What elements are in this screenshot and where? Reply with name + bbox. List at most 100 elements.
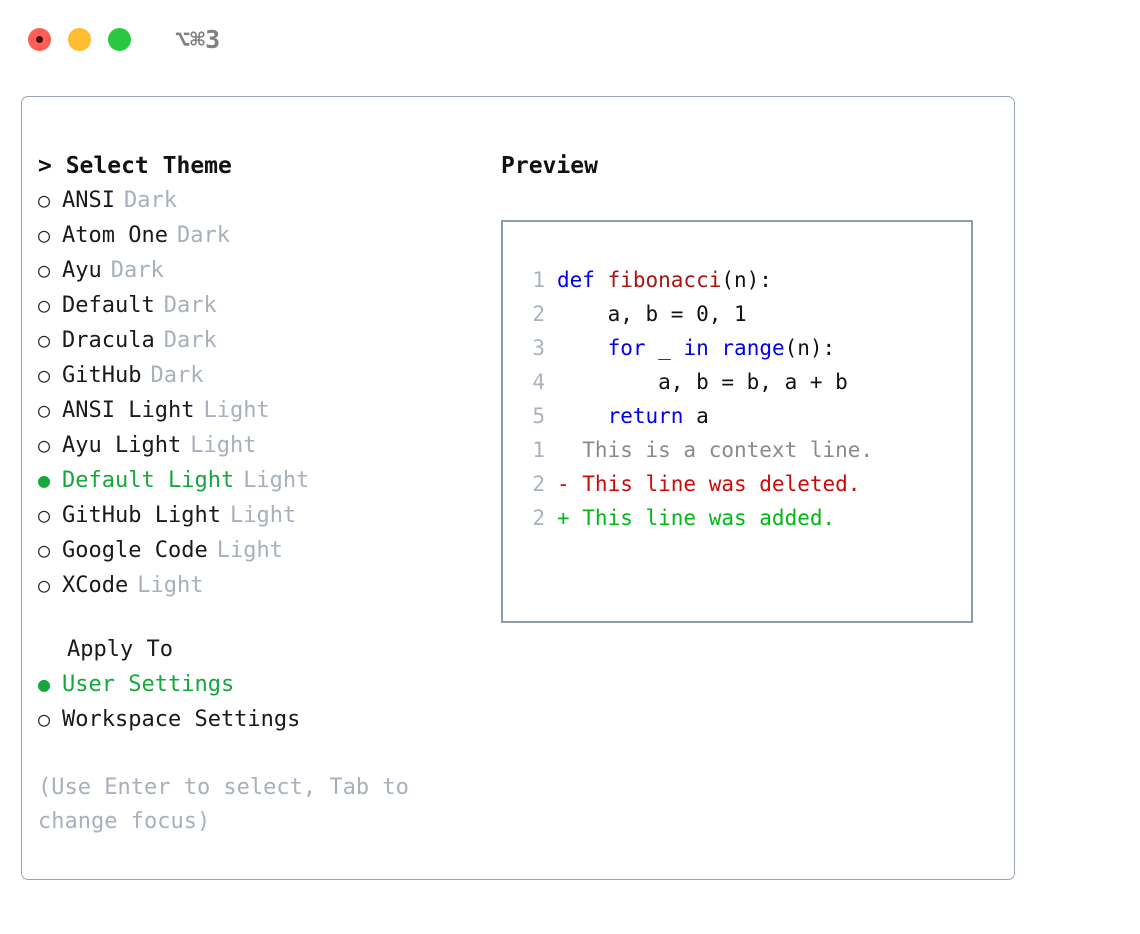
code-token: fibonacci <box>607 268 722 292</box>
theme-list-item[interactable]: ○ Google Code Light <box>38 533 478 568</box>
radio-unselected-icon: ○ <box>38 258 51 282</box>
keyboard-shortcut-label: ⌥⌘3 <box>175 24 221 54</box>
code-line: 5 return a <box>517 399 963 433</box>
code-text: a, b = 0, 1 <box>557 297 747 331</box>
theme-kind-label: Dark <box>110 258 164 283</box>
apply-to-option-list[interactable]: ● User Settings ○ Workspace Settings <box>38 667 478 737</box>
theme-list-item[interactable]: ○ ANSI Light Light <box>38 393 478 428</box>
radio-selected-icon: ● <box>38 672 51 696</box>
radio-unselected-icon: ○ <box>38 573 51 597</box>
close-window-button[interactable] <box>28 27 51 51</box>
code-token: a, b = b, a + b <box>557 370 848 394</box>
diff-text: - This line was deleted. <box>557 472 861 496</box>
code-token: (n): <box>784 336 836 360</box>
apply-to-option-label: User Settings <box>62 672 235 697</box>
theme-kind-label: Light <box>203 398 270 423</box>
code-line: 3 for _ in range(n): <box>517 331 963 365</box>
theme-list-item[interactable]: ● Default Light Light <box>38 463 478 498</box>
radio-unselected-icon: ○ <box>38 398 51 422</box>
diff-text: + This line was added. <box>557 506 836 530</box>
radio-unselected-icon: ○ <box>38 293 51 317</box>
theme-name-label: Ayu Light <box>62 433 182 458</box>
radio-unselected-icon: ○ <box>38 328 51 352</box>
theme-kind-label: Dark <box>150 363 204 388</box>
theme-kind-label: Light <box>190 433 257 458</box>
radio-unselected-icon: ○ <box>38 188 51 212</box>
theme-name-label: ANSI <box>62 188 115 213</box>
theme-list-item[interactable]: ○ ANSI Dark <box>38 183 478 218</box>
theme-kind-label: Light <box>216 538 283 563</box>
theme-kind-label: Light <box>229 503 297 528</box>
line-number: 2 <box>532 472 545 496</box>
theme-list-item[interactable]: ○ Default Dark <box>38 288 478 323</box>
theme-name-label: GitHub <box>62 363 142 388</box>
code-token: _ <box>645 336 684 360</box>
window-titlebar: ⌥⌘3 <box>0 0 1140 78</box>
theme-list-item[interactable]: ○ Ayu Light Light <box>38 428 478 463</box>
theme-kind-label: Dark <box>163 293 217 318</box>
radio-unselected-icon: ○ <box>38 538 51 562</box>
theme-kind-label: Light <box>243 468 310 493</box>
minimize-window-button[interactable] <box>68 27 91 51</box>
select-theme-heading: > Select Theme <box>38 153 232 179</box>
diff-text: This is a context line. <box>557 438 874 462</box>
code-token <box>709 336 722 360</box>
line-number: 2 <box>532 302 545 326</box>
code-text: return a <box>557 399 709 433</box>
theme-kind-label: Dark <box>163 328 217 353</box>
traffic-lights <box>28 27 131 51</box>
code-token: a, b = 0, 1 <box>557 302 747 326</box>
theme-name-label: GitHub Light <box>62 503 221 528</box>
diff-line: 1 This is a context line. <box>517 433 963 467</box>
theme-kind-label: Dark <box>123 188 177 213</box>
radio-unselected-icon: ○ <box>38 707 51 731</box>
theme-list-item[interactable]: ○ GitHub Light Light <box>38 498 478 533</box>
radio-unselected-icon: ○ <box>38 363 51 387</box>
code-token: return <box>607 404 684 428</box>
theme-kind-label: Dark <box>176 223 230 248</box>
line-number: 3 <box>532 336 545 360</box>
code-token: def <box>557 268 608 292</box>
apply-to-section: Apply To ●User Settings○Workspace Settin… <box>38 633 478 737</box>
line-number: 4 <box>532 370 545 394</box>
diff-sample: 1 This is a context line. 2 - This line wa… <box>517 433 963 535</box>
code-line: 1 def fibonacci(n): <box>517 263 963 297</box>
theme-name-label: Default Light <box>62 468 235 493</box>
apply-to-option-label: Workspace Settings <box>62 707 301 732</box>
apply-to-option[interactable]: ● User Settings <box>38 667 478 702</box>
line-number: 1 <box>532 268 545 292</box>
keyboard-hint-text: (Use Enter to select, Tab to change focu… <box>38 775 409 834</box>
theme-list-item[interactable]: ○ GitHub Dark <box>38 358 478 393</box>
theme-name-label: XCode <box>62 573 129 598</box>
radio-unselected-icon: ○ <box>38 503 51 527</box>
apply-to-option[interactable]: ○ Workspace Settings <box>38 702 478 737</box>
maximize-window-button[interactable] <box>108 27 131 51</box>
code-token: for <box>607 336 646 360</box>
radio-selected-icon: ● <box>38 468 51 492</box>
code-token: (n): <box>721 268 772 292</box>
code-text: def fibonacci(n): <box>557 263 772 297</box>
code-token <box>557 336 608 360</box>
radio-unselected-icon: ○ <box>38 433 51 457</box>
line-number: 2 <box>532 506 545 530</box>
theme-name-label: Atom One <box>62 223 168 248</box>
diff-line: 2 + This line was added. <box>517 501 963 535</box>
code-token <box>557 404 608 428</box>
preview-heading: Preview <box>501 153 598 179</box>
code-token: in <box>683 336 709 360</box>
code-line: 4 a, b = b, a + b <box>517 365 963 399</box>
theme-name-label: ANSI Light <box>62 398 195 423</box>
line-number: 5 <box>532 404 545 428</box>
diff-line: 2 - This line was deleted. <box>517 467 963 501</box>
theme-name-label: Default <box>62 293 155 318</box>
theme-name-label: Google Code <box>62 538 208 563</box>
